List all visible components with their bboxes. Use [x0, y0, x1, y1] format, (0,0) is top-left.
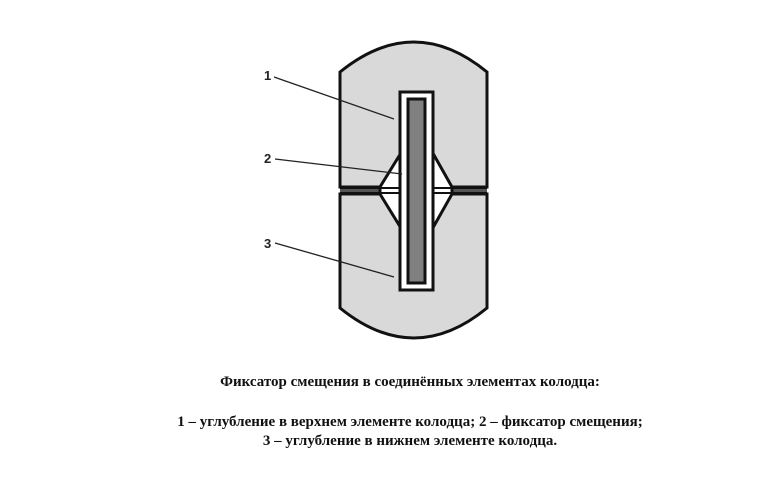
caption-line-2: 3 – углубление в нижнем элементе колодца…	[262, 433, 558, 449]
label-3: 3	[264, 236, 271, 251]
label-2: 2	[264, 151, 271, 166]
leader-line-1	[273, 76, 395, 120]
leader-line-2	[274, 158, 403, 175]
label-1: 1	[264, 68, 271, 83]
caption-line-1: 1 – углубление в верхнем элементе колодц…	[177, 414, 643, 430]
fixator-bar	[406, 97, 427, 285]
caption-title: Фиксатор смещения в соединённых элемента…	[220, 374, 600, 390]
leader-line-3	[274, 242, 395, 278]
